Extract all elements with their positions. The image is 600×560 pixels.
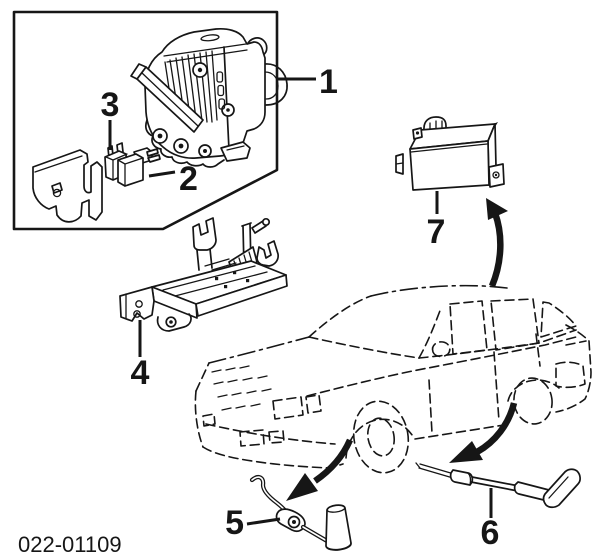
abs-hydraulic-unit-drawing [130, 27, 288, 168]
diagram-code-label: 022-01109 [18, 532, 122, 557]
callout-1-label: 1 [319, 63, 338, 101]
callout-4-label: 4 [131, 354, 150, 392]
retainer-plate-drawing [32, 149, 103, 223]
control-module-drawing [395, 116, 505, 191]
wheel-sensor-front-drawing [249, 475, 352, 551]
callout-2-label: 2 [179, 160, 198, 198]
callout-leader-5 [246, 517, 281, 526]
parts-box-outline [12, 10, 279, 231]
callout-3-label: 3 [101, 86, 120, 124]
callout-leader-2 [148, 170, 176, 178]
callout-5-label: 5 [225, 504, 244, 542]
relay-large-drawing [117, 147, 161, 187]
mounting-bracket-drawing [119, 217, 288, 332]
callout-6-label: 6 [481, 514, 500, 552]
wheel-sensor-rear-drawing [415, 462, 581, 509]
location-arrow-front-sensor [286, 438, 353, 501]
location-arrow-rear-sensor [449, 402, 518, 463]
vehicle-outline-drawing [194, 284, 592, 474]
callout-7-label: 7 [427, 213, 446, 251]
grille-texture [211, 365, 272, 411]
location-arrow-module [486, 198, 508, 288]
